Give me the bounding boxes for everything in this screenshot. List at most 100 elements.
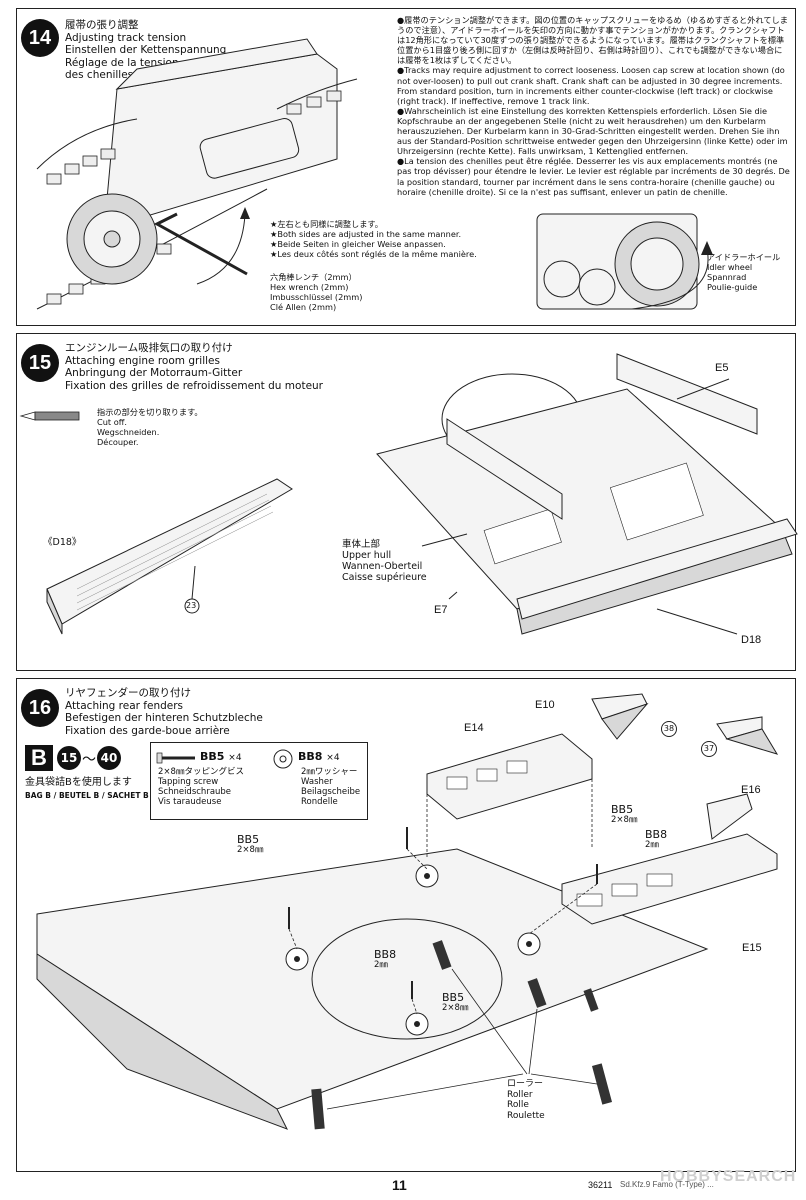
hull-jp: 車体上部: [342, 539, 381, 550]
idler-en: Idler wheel: [707, 262, 753, 273]
step-15-titles: エンジンルーム吸排気口の取り付け Attaching engine room g…: [65, 342, 323, 392]
roller-fr: Roulette: [507, 1110, 545, 1121]
bb5-description: 2×8㎜タッピングビス Tapping screw Schneidschraub…: [158, 767, 244, 807]
note-fr: ★Les deux côtés sont réglés de la même m…: [270, 249, 477, 260]
bb5-a-size: 2×8㎜: [237, 845, 264, 855]
step-14-title-de: Einstellen der Kettenspannung: [65, 44, 227, 56]
step-14-title-en: Adjusting track tension: [65, 31, 187, 44]
wrench-en: Hex wrench (2mm): [270, 282, 349, 293]
note-jp: ★左右とも同様に調整します。: [270, 219, 383, 229]
hull-fr: Caisse supérieure: [342, 572, 427, 583]
cut-fr: Découper.: [97, 437, 139, 448]
part-23-label: 23: [186, 601, 197, 610]
bb5-fr: Vis taraudeuse: [158, 797, 222, 807]
bag-range-from: 15: [57, 746, 81, 770]
bb8-a-size: 2㎜: [645, 840, 659, 850]
rear-fender-illustration: [36, 693, 779, 1130]
step-14-title-jp: 履帯の張り調整: [65, 19, 139, 31]
roller-en: Roller: [507, 1089, 533, 1100]
instruction-fr: ●La tension des chenilles peut être régl…: [397, 156, 790, 197]
roller-jp: ローラー: [507, 1079, 544, 1089]
step-15-title-en: Attaching engine room grilles: [65, 354, 220, 367]
step-14-number: 14: [21, 19, 59, 57]
bb8-fr: Rondelle: [301, 797, 338, 807]
part-d18-label: D18: [741, 634, 762, 646]
bb5-header: BB5 ×4: [200, 751, 242, 764]
step-15-panel: 15 エンジンルーム吸排気口の取り付け Attaching engine roo…: [16, 333, 798, 671]
step-14-title-fr-2: des chenilles: [65, 69, 134, 81]
part-37-label: 37: [701, 741, 717, 757]
step-16-title-de: Befestigen der hinteren Schutzbleche: [65, 712, 263, 724]
instruction-de: ●Wahrscheinlich ist eine Einstellung des…: [397, 105, 788, 157]
note-de: ★Beide Seiten in gleicher Weise anpassen…: [270, 239, 446, 250]
idler-jp: アイドラーホイール: [707, 252, 781, 262]
cut-en: Cut off.: [97, 417, 127, 428]
step-16-number: 16: [21, 689, 59, 727]
step-16-titles: リヤフェンダーの取り付け Attaching rear fenders Befe…: [65, 687, 263, 737]
d18-bracket-label: 《D18》: [43, 537, 82, 548]
part-38-label: 38: [661, 721, 677, 737]
hobby-knife-icon: [19, 411, 80, 421]
washer-icon: [273, 749, 293, 769]
wrench-fr: Clé Allen (2mm): [270, 302, 337, 313]
footer-title: Sd.Kfz.9 Famo (T-Type) ...: [620, 1180, 714, 1189]
part-e14-label: E14: [464, 722, 484, 734]
step-15-title-de: Anbringung der Motorraum-Gitter: [65, 367, 243, 379]
bb5-en: Tapping screw: [158, 777, 219, 787]
bb8-en: Washer: [301, 777, 333, 787]
hex-wrench-label: 六角棒レンチ（2mm） Hex wrench (2mm) Imbusschlüs…: [270, 272, 410, 312]
step-16-title-fr: Fixation des garde-boue arrière: [65, 724, 230, 737]
bb8-b: BB8: [374, 948, 397, 961]
bb8-de: Beilagscheibe: [301, 787, 361, 797]
hull-en: Upper hull: [342, 550, 392, 561]
page-number: 11: [392, 1177, 407, 1193]
part-e7-label: E7: [434, 604, 448, 616]
bag-multi-label: BAG B / BEUTEL B / SACHET B: [25, 791, 149, 800]
bb5-head: BB5: [200, 750, 225, 763]
bb5-c-size: 2×8㎜: [442, 1003, 469, 1013]
engine-grille-illustration: [46, 353, 798, 635]
cut-jp: 指示の部分を切り取ります。: [97, 407, 203, 417]
idler-de: Spannrad: [707, 272, 747, 283]
note-en: ★Both sides are adjusted in the same man…: [270, 229, 462, 240]
part-e15-label: E15: [742, 942, 762, 954]
bb5-qty: ×4: [228, 753, 242, 763]
step-16-title-jp: リヤフェンダーの取り付け: [65, 687, 191, 699]
bb8-header: BB8 ×4: [298, 751, 340, 764]
bb5-b-size: 2×8㎜: [611, 815, 638, 825]
bag-jp-label: 金具袋詰Bを使用します: [25, 777, 132, 788]
hull-de: Wannen-Oberteil: [342, 561, 423, 572]
bag-range-to: 40: [97, 746, 121, 770]
washers: [285, 864, 541, 1036]
bag-range-tilde: 〜: [82, 752, 96, 768]
step-14-titles: 履帯の張り調整 Adjusting track tension Einstell…: [65, 19, 226, 82]
tapping-screw-icon: [156, 752, 195, 764]
bag-b-badge: B: [25, 745, 53, 771]
step-15-title-fr: Fixation des grilles de refroidissement …: [65, 379, 323, 392]
part-e5-label: E5: [715, 362, 729, 374]
footer-code: 36211: [588, 1180, 613, 1190]
bb8-callout-b: BB8 2㎜: [374, 949, 396, 971]
bb8-jp: 2㎜ワッシャー: [301, 767, 358, 777]
track-assembly-illustration: [36, 38, 713, 310]
instruction-jp: ●履帯のテンション調整ができます。図の位置のキャップスクリューをゆるめ（ゆるめす…: [397, 15, 788, 66]
step-14-instructions: ●履帯のテンション調整ができます。図の位置のキャップスクリューをゆるめ（ゆるめす…: [397, 15, 790, 197]
cut-off-label: 指示の部分を切り取ります。 Cut off. Wegschneiden. Déc…: [97, 407, 203, 447]
upper-hull-label: 車体上部 Upper hull Wannen-Oberteil Caisse s…: [342, 539, 427, 583]
bb5-callout-b: BB5 2×8㎜: [611, 804, 637, 826]
bb5-c: BB5: [442, 991, 465, 1004]
idler-fr: Poulie-guide: [707, 282, 758, 293]
step-16-title-en: Attaching rear fenders: [65, 699, 184, 712]
bb8-callout-a: BB8 2㎜: [645, 829, 667, 851]
step-14-note: ★左右とも同様に調整します。 ★Both sides are adjusted …: [270, 219, 480, 259]
step-15-number: 15: [21, 344, 59, 382]
hardware-box: [150, 742, 368, 820]
instruction-en: ●Tracks may require adjustment to correc…: [397, 65, 785, 106]
part-e10-label: E10: [535, 699, 555, 711]
step-14-title-fr-1: Réglage de la tension: [65, 56, 179, 69]
step-16-panel: 16 リヤフェンダーの取り付け Attaching rear fenders B…: [16, 678, 796, 1172]
wrench-de: Imbusschlüssel (2mm): [270, 292, 363, 303]
bb5-callout-a: BB5 2×8㎜: [237, 834, 263, 856]
idler-wheel-label: アイドラーホイール Idler wheel Spannrad Poulie-gu…: [707, 252, 797, 292]
bb5-callout-c: BB5 2×8㎜: [442, 992, 468, 1014]
